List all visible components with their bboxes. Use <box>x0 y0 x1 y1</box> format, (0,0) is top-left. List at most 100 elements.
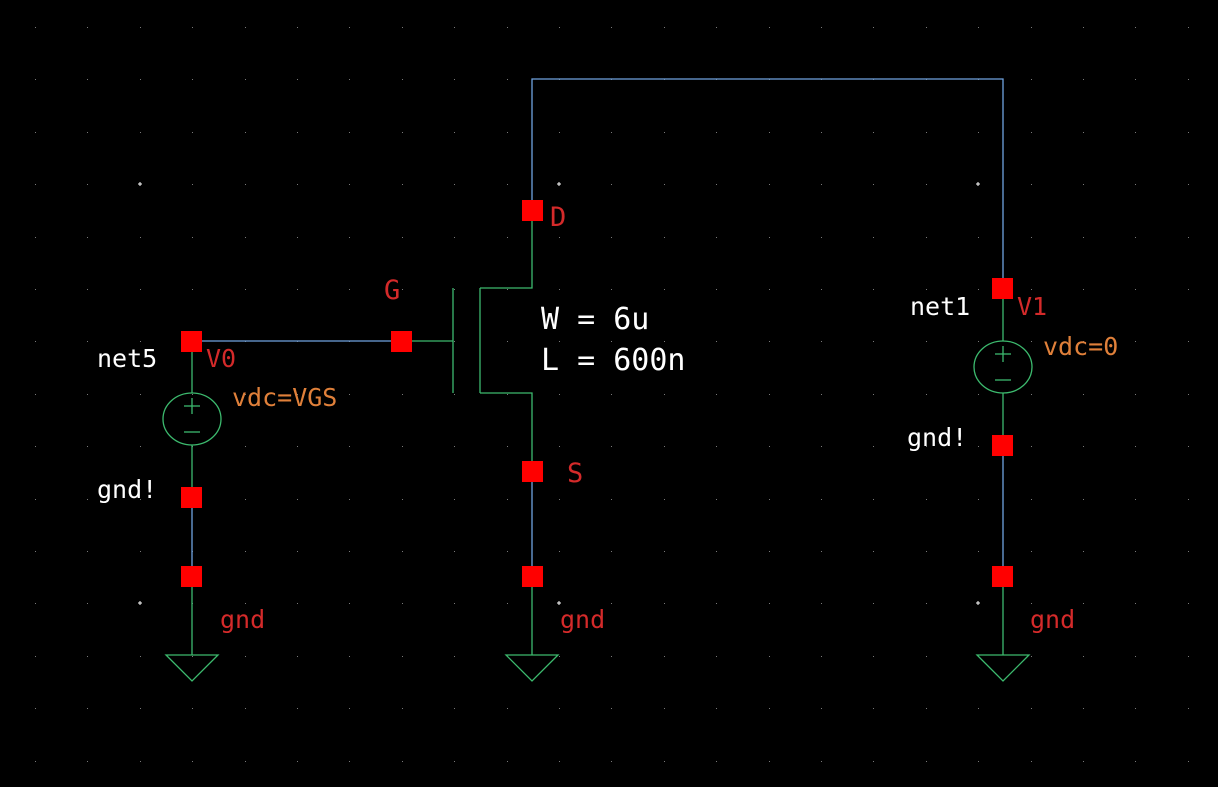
grid-dot <box>664 551 665 552</box>
grid-dot <box>926 27 927 28</box>
grid-dot <box>245 237 246 238</box>
grid-dot <box>1031 394 1032 395</box>
grid-dot <box>821 656 822 657</box>
grid-dot <box>821 394 822 395</box>
grid-dot <box>454 446 455 447</box>
grid-dot <box>1135 761 1136 762</box>
grid-dot <box>716 499 717 500</box>
gnd-left-label: gnd <box>220 605 265 634</box>
grid-dot <box>297 603 298 604</box>
grid-dot <box>821 184 822 185</box>
grid-dot <box>349 761 350 762</box>
grid-dot <box>873 289 874 290</box>
grid-dot <box>926 184 927 185</box>
grid-dots <box>35 27 1189 762</box>
source-pin[interactable] <box>522 461 543 482</box>
grid-dot <box>140 761 141 762</box>
grid-dot <box>978 499 979 500</box>
wire-drain-to-v1[interactable] <box>531 78 1004 289</box>
grid-dot <box>297 237 298 238</box>
grid-dot <box>140 394 141 395</box>
v0-gnd-net-label[interactable]: gnd! <box>97 475 157 504</box>
gate-pin[interactable] <box>391 331 412 352</box>
grid-dot <box>192 708 193 709</box>
grid-dot <box>507 499 508 500</box>
nmos-transistor[interactable]: G D S W = 6u L = 600n <box>384 200 686 489</box>
grid-dot <box>349 603 350 604</box>
grid-dot <box>559 289 560 290</box>
grid-dot <box>87 184 88 185</box>
v1-minus-pin[interactable] <box>992 435 1013 456</box>
grid-dot <box>611 184 612 185</box>
grid-dot <box>297 184 298 185</box>
grid-dot <box>87 551 88 552</box>
gnd-right-label: gnd <box>1030 605 1075 634</box>
grid-dot <box>1188 27 1189 28</box>
grid-dot <box>454 603 455 604</box>
grid-dot <box>349 446 350 447</box>
net1-label[interactable]: net1 <box>910 292 970 321</box>
voltage-source-v1[interactable]: V1 vdc=0 net1 gnd! <box>907 278 1118 456</box>
grid-dot <box>35 341 36 342</box>
grid-dot <box>664 656 665 657</box>
gnd-left-pin[interactable] <box>181 566 202 587</box>
grid-dot <box>507 394 508 395</box>
ground-middle[interactable]: gnd <box>504 566 605 682</box>
grid-dot <box>35 656 36 657</box>
grid-dot <box>611 341 612 342</box>
net5-label[interactable]: net5 <box>97 344 157 373</box>
grid-dot <box>664 394 665 395</box>
grid-dot <box>716 603 717 604</box>
grid-dot <box>769 761 770 762</box>
grid-dot <box>402 132 403 133</box>
ground-right[interactable]: gnd <box>975 566 1075 682</box>
grid-dot <box>87 761 88 762</box>
v1-plus-pin[interactable] <box>992 278 1013 299</box>
grid-dot <box>1031 603 1032 604</box>
grid-dot <box>35 446 36 447</box>
grid-dot <box>87 499 88 500</box>
grid-dot <box>664 499 665 500</box>
grid-dot <box>873 656 874 657</box>
grid-dot <box>507 289 508 290</box>
grid-dot <box>35 237 36 238</box>
grid-dot <box>873 237 874 238</box>
ground-icon <box>504 654 560 682</box>
length-param: L = 600n <box>541 343 686 378</box>
grid-dot <box>559 761 560 762</box>
drain-pin[interactable] <box>522 200 543 221</box>
grid-dot <box>611 237 612 238</box>
grid-dot <box>873 603 874 604</box>
v0-vdc-param: vdc=VGS <box>232 383 337 412</box>
grid-dot <box>1135 603 1136 604</box>
grid-major-cross <box>557 601 561 605</box>
grid-dot <box>507 551 508 552</box>
voltage-source-v0[interactable]: V0 vdc=VGS net5 gnd! <box>97 331 337 508</box>
grid-dot <box>1031 184 1032 185</box>
grid-dot <box>1135 237 1136 238</box>
ground-left[interactable]: gnd <box>164 566 265 682</box>
grid-dot <box>926 394 927 395</box>
v0-minus-pin[interactable] <box>181 487 202 508</box>
gnd-middle-pin[interactable] <box>522 566 543 587</box>
grid-dot <box>1135 79 1136 80</box>
grid-dot <box>769 184 770 185</box>
grid-dot <box>821 603 822 604</box>
grid-dot <box>1135 656 1136 657</box>
grid-dot <box>1188 79 1189 80</box>
grid-dot <box>245 499 246 500</box>
grid-dot <box>716 708 717 709</box>
grid-dot <box>1083 184 1084 185</box>
grid-dot <box>454 79 455 80</box>
v0-plus-pin[interactable] <box>181 331 202 352</box>
gnd-right-pin[interactable] <box>992 566 1013 587</box>
v1-gnd-net-label[interactable]: gnd! <box>907 423 967 452</box>
grid-dot <box>402 761 403 762</box>
grid-dot <box>454 237 455 238</box>
grid-dot <box>402 184 403 185</box>
grid-dot <box>507 603 508 604</box>
grid-major-cross <box>976 182 980 186</box>
grid-dot <box>1031 237 1032 238</box>
grid-dot <box>1031 708 1032 709</box>
